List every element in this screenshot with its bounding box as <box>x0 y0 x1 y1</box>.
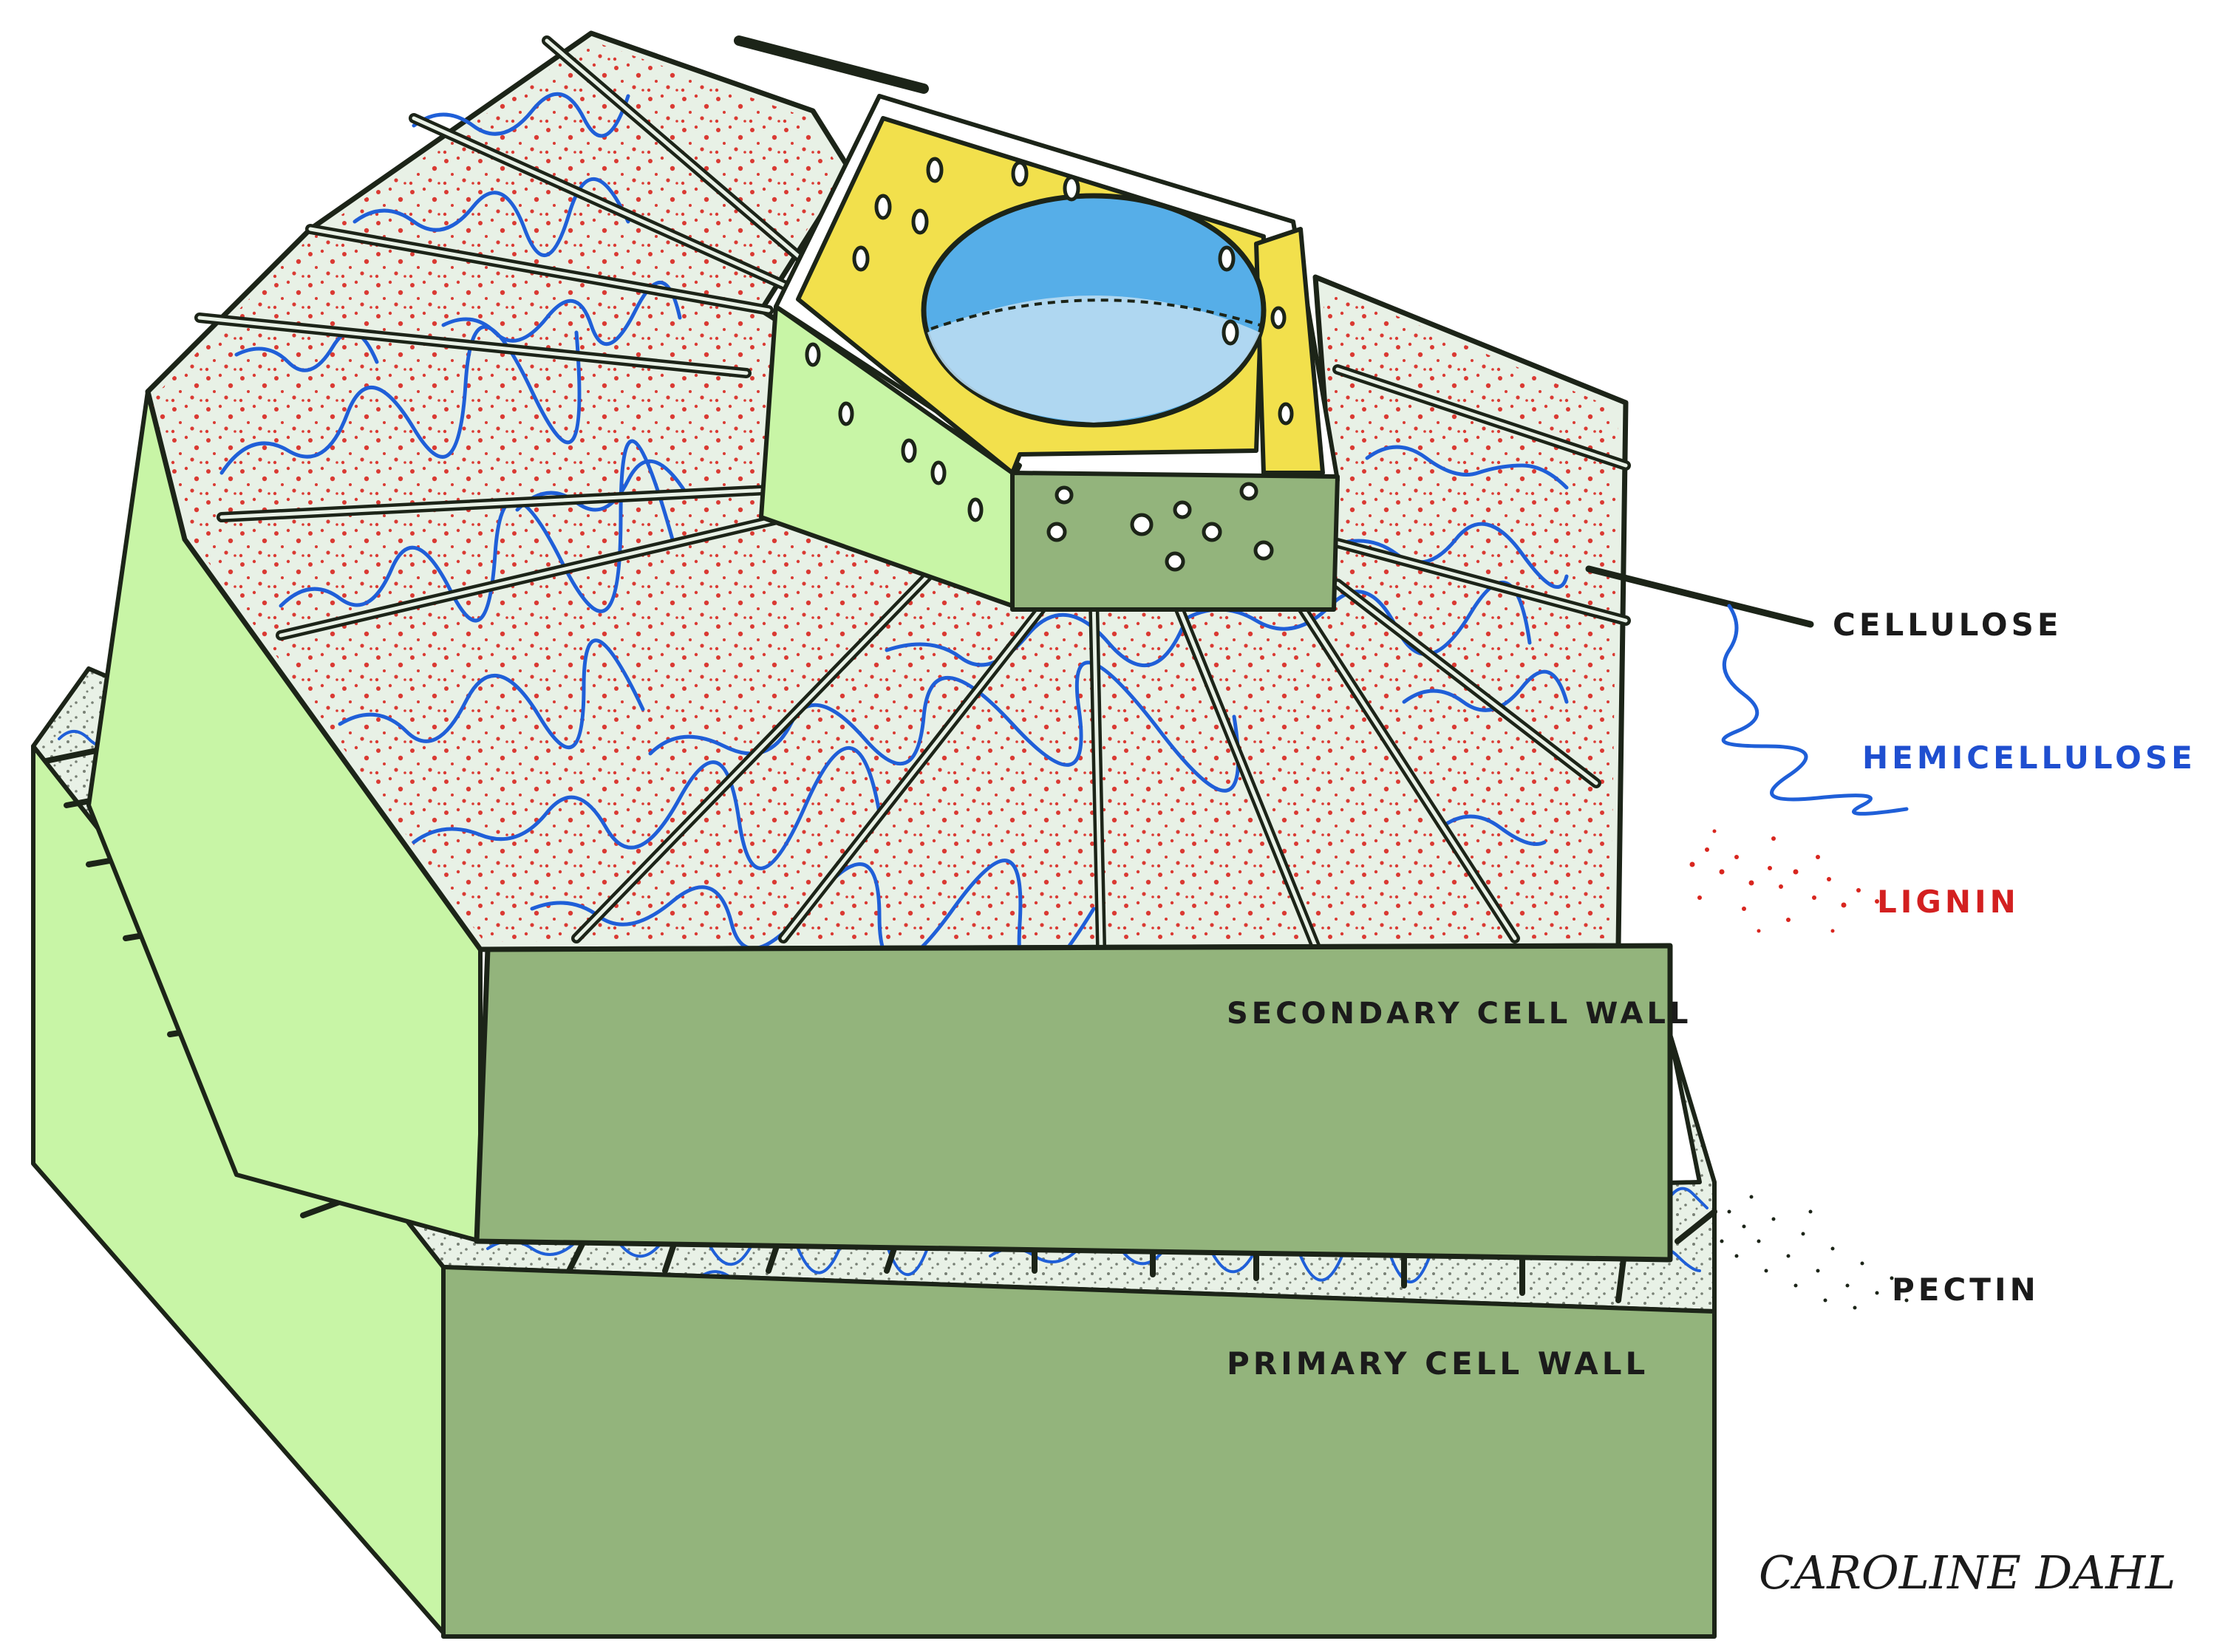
pectin-pointer <box>1720 1195 1909 1310</box>
signature: CAROLINE DAHL <box>1759 1546 2176 1600</box>
label-hemicellulose: HEMICELLULOSE <box>1862 740 2196 776</box>
lumen-front-face <box>1010 471 1340 612</box>
label-lignin: LIGNIN <box>1877 884 2020 920</box>
label-secondary-wall: SECONDARY CELL WALL <box>1227 997 1692 1031</box>
primary-wall-front <box>441 1265 1717 1639</box>
cellulose-pointer <box>1585 565 1814 628</box>
label-cellulose: CELLULOSE <box>1833 607 2062 643</box>
lumen-cavity-lower <box>927 296 1260 423</box>
secondary-wall-hemicellulose <box>219 92 1569 981</box>
hemicellulose-pointer <box>1721 604 1909 816</box>
label-pectin: PECTIN <box>1892 1272 2040 1308</box>
secondary-wall-front <box>474 943 1673 1263</box>
pits <box>805 157 1294 572</box>
label-primary-wall: PRIMARY CELL WALL <box>1227 1345 1649 1382</box>
lignin-pointer <box>1689 829 1879 933</box>
lumen-yellow-right <box>1254 227 1325 475</box>
